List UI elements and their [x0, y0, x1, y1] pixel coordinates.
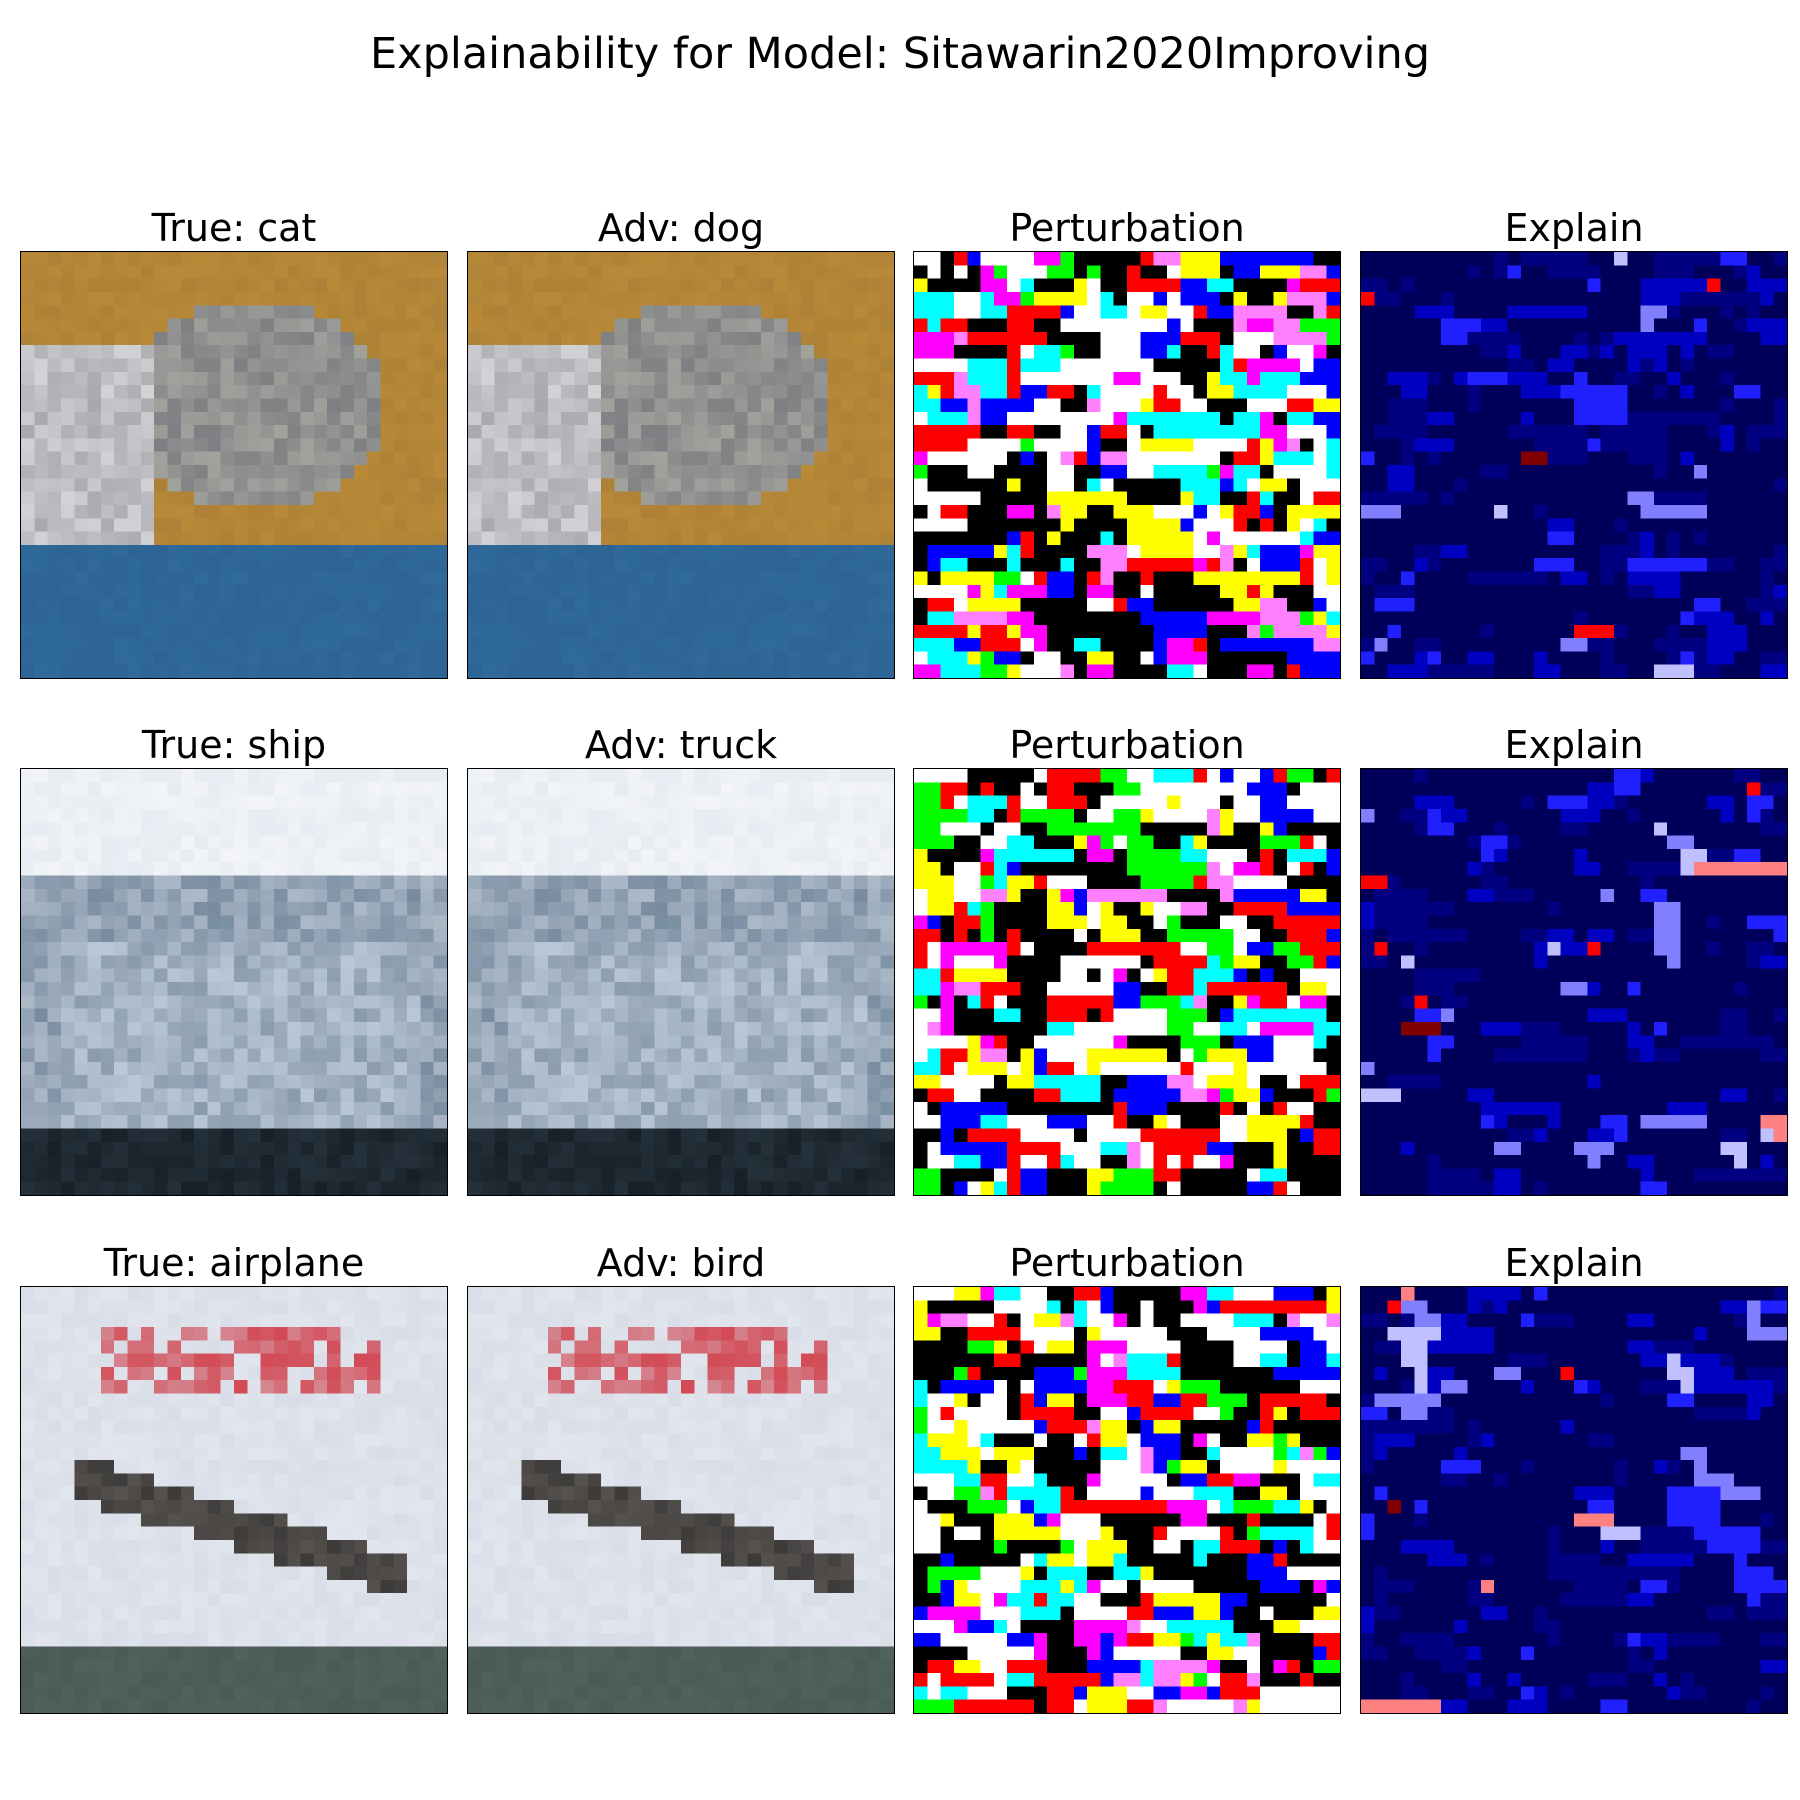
row3-adv-title: Adv: bird: [596, 1241, 766, 1285]
row1-explain-heatmap: [1360, 251, 1788, 679]
row2-original-image: [20, 768, 448, 1196]
row3-original-image: [20, 1286, 448, 1714]
row1-adversarial-image: [467, 251, 895, 679]
row1-adv-title: Adv: dog: [597, 206, 765, 250]
row1-explain-title: Explain: [1504, 206, 1644, 250]
row1-perturbation-map: [913, 251, 1341, 679]
row1-original-image: [20, 251, 448, 679]
row2-explain-title: Explain: [1504, 723, 1644, 767]
row3-adversarial-image: [467, 1286, 895, 1714]
row2-explain-heatmap: [1360, 768, 1788, 1196]
row3-explain-title: Explain: [1504, 1241, 1644, 1285]
row2-perturbation-map: [913, 768, 1341, 1196]
row3-true-title: True: airplane: [103, 1241, 365, 1285]
row2-true-title: True: ship: [141, 723, 327, 767]
row2-adversarial-image: [467, 768, 895, 1196]
figure-title: Explainability for Model: Sitawarin2020I…: [369, 29, 1431, 79]
row3-perturbation-map: [913, 1286, 1341, 1714]
row1-true-title: True: cat: [151, 206, 317, 250]
row3-perturbation-title: Perturbation: [1009, 1241, 1245, 1285]
row2-adv-title: Adv: truck: [584, 723, 778, 767]
row3-explain-heatmap: [1360, 1286, 1788, 1714]
row2-perturbation-title: Perturbation: [1009, 723, 1245, 767]
row1-perturbation-title: Perturbation: [1009, 206, 1245, 250]
